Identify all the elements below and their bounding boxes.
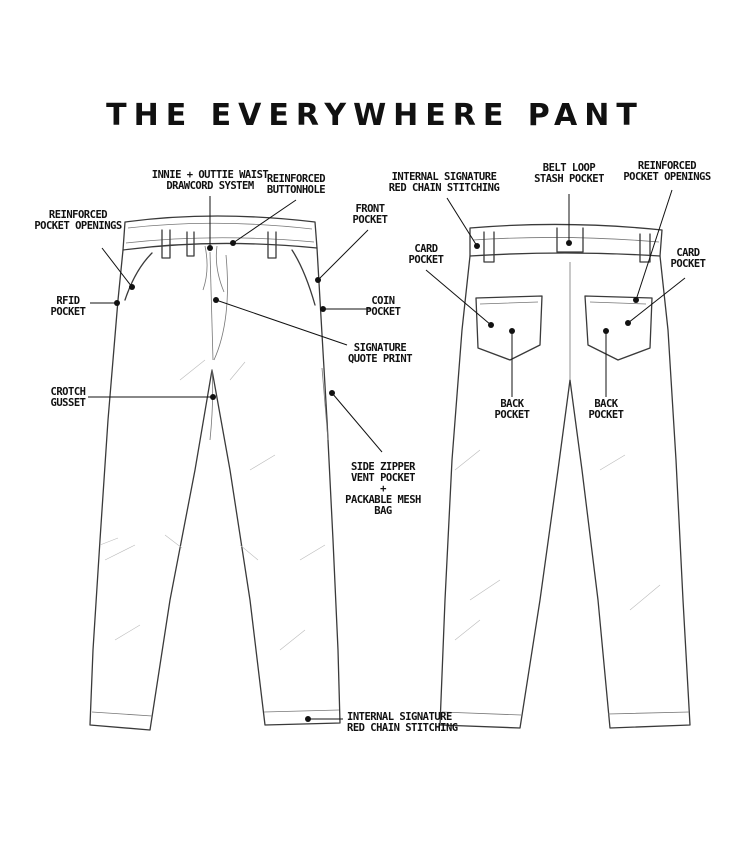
- callout-dots: [114, 240, 639, 722]
- label-back-pocket-right: BACK POCKET: [588, 398, 624, 421]
- label-card-pocket-right: CARD POCKET: [670, 247, 706, 270]
- front-pant-sketch: [89, 215, 341, 731]
- label-coin-pocket: COIN POCKET: [365, 295, 401, 318]
- label-buttonhole: REINFORCED BUTTONHOLE: [266, 173, 326, 196]
- label-back-chain-stitching: INTERNAL SIGNATURE RED CHAIN STITCHING: [388, 171, 500, 194]
- label-rfid-pocket: RFID POCKET: [50, 295, 86, 318]
- label-side-zipper: SIDE ZIPPER VENT POCKET + PACKABLE MESH …: [345, 461, 421, 517]
- label-card-pocket-left: CARD POCKET: [408, 243, 444, 266]
- diagram-title: THE EVERYWHERE PANT: [106, 98, 644, 133]
- label-front-pocket-openings: REINFORCED POCKET OPENINGS: [34, 209, 122, 232]
- label-hem-chain-stitching: INTERNAL SIGNATURE RED CHAIN STITCHING: [347, 711, 458, 734]
- label-drawcord: INNIE + OUTTIE WAIST DRAWCORD SYSTEM: [151, 169, 269, 192]
- label-back-pocket-left: BACK POCKET: [494, 398, 530, 421]
- label-crotch-gusset: CROTCH GUSSET: [50, 386, 86, 409]
- label-front-pocket: FRONT POCKET: [352, 203, 388, 226]
- label-back-pocket-openings: REINFORCED POCKET OPENINGS: [623, 160, 711, 183]
- leader-lines: [88, 189, 686, 720]
- label-signature-quote: SIGNATURE QUOTE PRINT: [347, 342, 413, 365]
- label-belt-loop-stash: BELT LOOP STASH POCKET: [534, 162, 604, 185]
- back-pant-sketch: [439, 223, 691, 729]
